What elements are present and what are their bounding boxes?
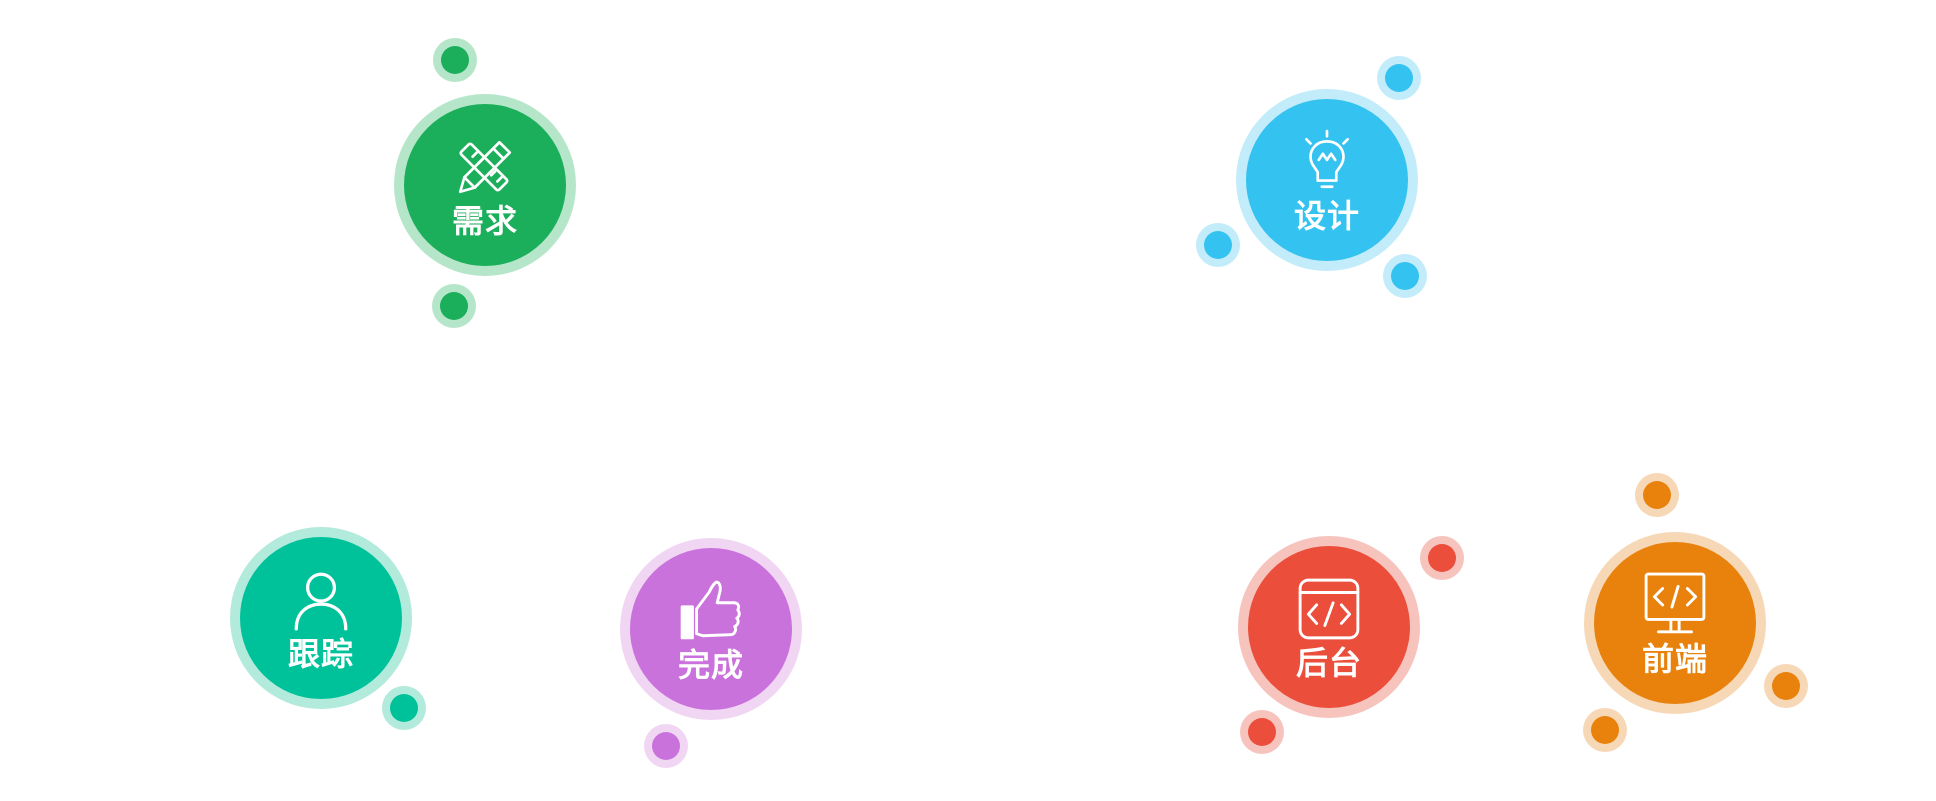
user-icon [294, 572, 348, 631]
node-design: 设计 [1236, 89, 1418, 271]
node-requirement-label: 需求 [451, 202, 518, 240]
node-complete: 完成 [620, 538, 802, 720]
pencil-ruler-icon [458, 140, 512, 194]
satellite-dot-requirement-top [433, 38, 477, 82]
satellite-dot-design-left [1196, 223, 1240, 267]
node-complete-core: 完成 [630, 548, 792, 710]
node-tracking: 跟踪 [230, 527, 412, 709]
satellite-dot-backend-top [1420, 536, 1464, 580]
satellite-dot-tracking [382, 686, 426, 730]
node-design-label: 设计 [1293, 197, 1360, 235]
code-monitor-icon [1644, 572, 1706, 634]
node-requirement: 需求 [394, 94, 576, 276]
lightbulb-icon [1305, 129, 1349, 189]
node-frontend: 前端 [1584, 532, 1766, 714]
node-frontend-core: 前端 [1594, 542, 1756, 704]
satellite-dot-complete [644, 724, 688, 768]
code-window-icon [1298, 578, 1360, 640]
node-backend-core: 后台 [1248, 546, 1410, 708]
node-backend-label: 后台 [1295, 644, 1362, 682]
node-backend: 后台 [1238, 536, 1420, 718]
satellite-dot-frontend-bottom [1583, 708, 1627, 752]
satellite-dot-backend-bottom [1240, 710, 1284, 754]
node-tracking-label: 跟踪 [287, 635, 354, 673]
satellite-dot-requirement-bottom [432, 284, 476, 328]
node-frontend-label: 前端 [1641, 640, 1708, 678]
thumbs-up-icon [680, 580, 741, 640]
node-tracking-core: 跟踪 [240, 537, 402, 699]
satellite-dot-frontend-top [1635, 473, 1679, 517]
satellite-dot-design-top [1377, 56, 1421, 100]
node-complete-label: 完成 [677, 646, 744, 684]
satellite-dot-frontend-right [1764, 664, 1808, 708]
node-requirement-core: 需求 [404, 104, 566, 266]
node-design-core: 设计 [1246, 99, 1408, 261]
satellite-dot-design-bottom [1383, 254, 1427, 298]
